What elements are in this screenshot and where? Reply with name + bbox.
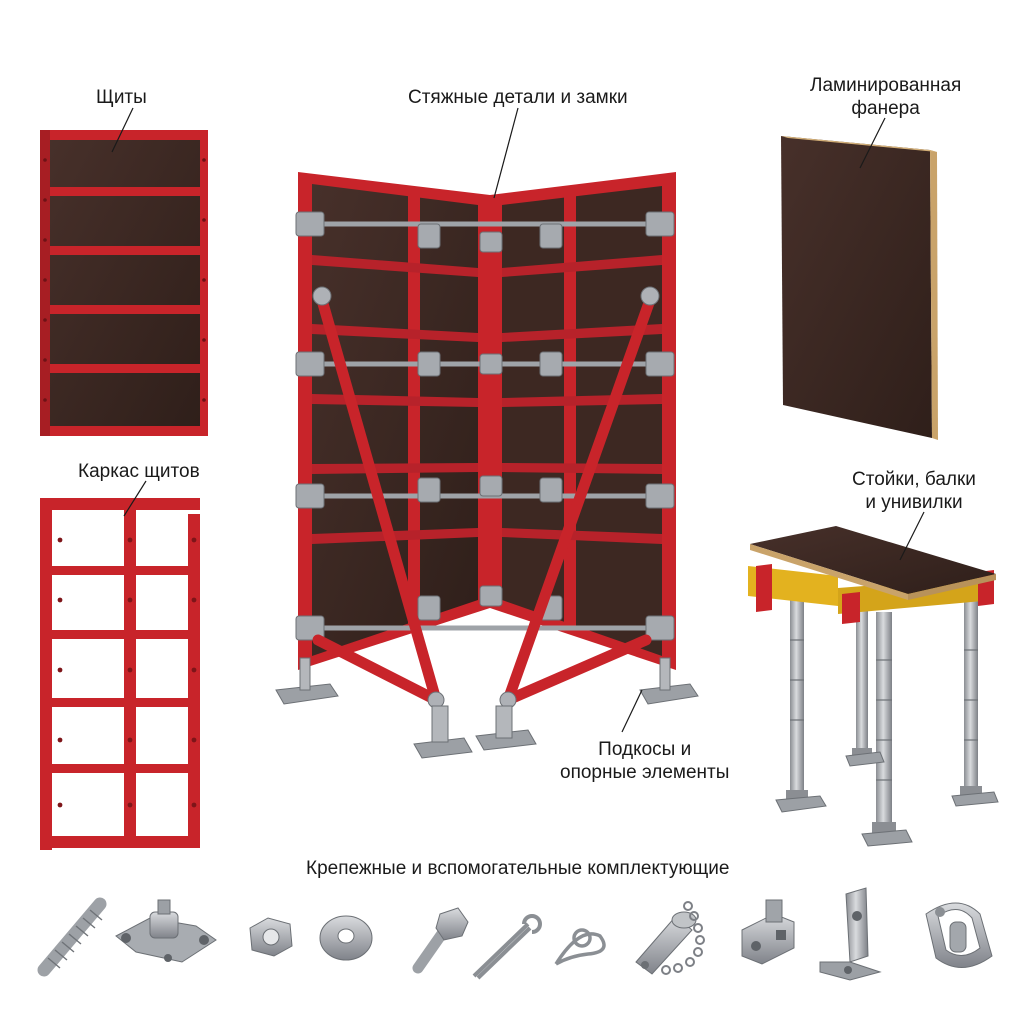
label-panel-frame: Каркас щитов xyxy=(78,461,200,482)
label-braces-line1: Подкосы и xyxy=(598,739,692,760)
label-braces-supports: Подкосы и опорные элементы xyxy=(560,738,729,784)
tie-block-icon xyxy=(741,899,795,965)
corner-formwork-assembly xyxy=(275,172,699,759)
panel-with-plywood xyxy=(40,130,208,436)
threaded-rod-icon xyxy=(37,897,107,977)
label-fasteners: Крепежные и вспомогательные комплектующи… xyxy=(306,858,730,879)
wing-nut-plate-icon xyxy=(115,899,217,963)
label-panels: Щиты xyxy=(96,87,147,108)
pin-with-chain-icon xyxy=(635,901,705,975)
cotter-pin-icon xyxy=(472,914,542,980)
label-ties-and-locks: Стяжные детали и замки xyxy=(408,87,628,108)
label-laminated-plywood-line1: Ламинированная xyxy=(810,75,962,96)
label-braces-line2: опорные элементы xyxy=(560,762,730,783)
leader-lines xyxy=(111,107,925,733)
label-props-line1: Стойки, балки xyxy=(852,469,976,490)
label-laminated-plywood: Ламинированная фанера xyxy=(810,74,961,120)
laminated-plywood-sheet xyxy=(781,136,938,440)
washer-icon xyxy=(319,915,373,961)
hex-nut-icon xyxy=(249,917,293,957)
angle-bracket-icon xyxy=(819,887,882,981)
bolt-icon xyxy=(412,907,469,974)
r-clip-icon xyxy=(554,928,606,966)
label-laminated-plywood-line2: фанера xyxy=(851,98,920,119)
panel-frame xyxy=(40,498,200,850)
label-props-line2: и унивилки xyxy=(865,492,963,513)
fasteners-row xyxy=(37,887,993,981)
label-props-beams-forks: Стойки, балки и унивилки xyxy=(852,468,976,514)
shackle-icon xyxy=(925,902,993,968)
props-beams-forkheads xyxy=(748,526,999,847)
